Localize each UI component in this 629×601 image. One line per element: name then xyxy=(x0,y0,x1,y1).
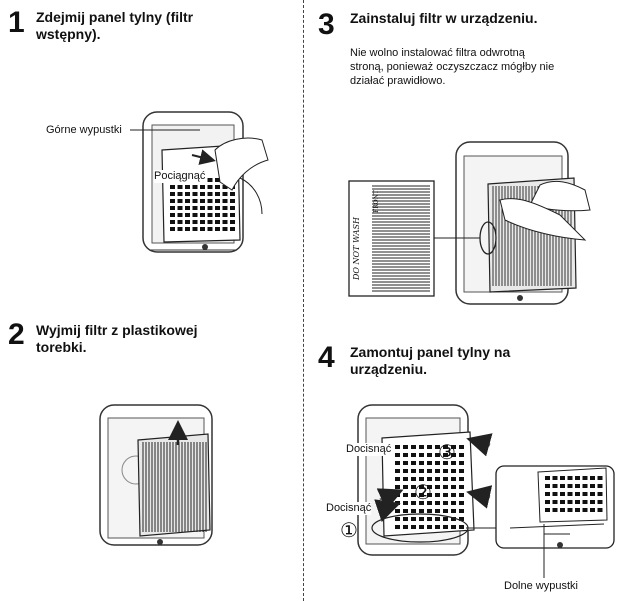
step-4-title-line2: urządzeniu. xyxy=(350,361,428,377)
label-press-2: Docisnąć xyxy=(326,502,372,515)
label-pull: Pociągnąć xyxy=(154,170,206,183)
step-3-note-line3: działać prawidłowo. xyxy=(350,75,446,87)
step-4-number: 4 xyxy=(318,341,335,374)
step-3-note-line2: stroną, ponieważ oczyszczacz mógłby nie xyxy=(350,61,555,73)
step-3-note-line1: Nie wolno instalować filtra odwrotną xyxy=(350,47,525,59)
label-bottom-tabs: Dolne wypustki xyxy=(504,580,578,592)
label-press-1: Docisnąć xyxy=(346,443,392,456)
label-top-tabs: Górne wypustki xyxy=(46,124,122,136)
step-1-title-line2: wstępny). xyxy=(36,26,101,42)
step-3-number: 3 xyxy=(318,8,335,41)
step-1-number: 1 xyxy=(8,6,25,39)
step-1-title-line1: Zdejmij panel tylny (filtr xyxy=(36,9,194,25)
callout-1: ① xyxy=(340,518,358,542)
step-2-title-line2: torebki. xyxy=(36,339,87,355)
callout-2: ② xyxy=(414,480,432,504)
step-2-number: 2 xyxy=(8,318,25,351)
callout-3: ③ xyxy=(438,440,456,464)
step-2-title-line1: Wyjmij filtr z plastikowej xyxy=(36,322,198,338)
column-divider xyxy=(303,0,304,601)
step-4-title-line1: Zamontuj panel tylny na xyxy=(350,344,511,360)
step-3-title: Zainstaluj filtr w urządzeniu. xyxy=(350,10,538,26)
